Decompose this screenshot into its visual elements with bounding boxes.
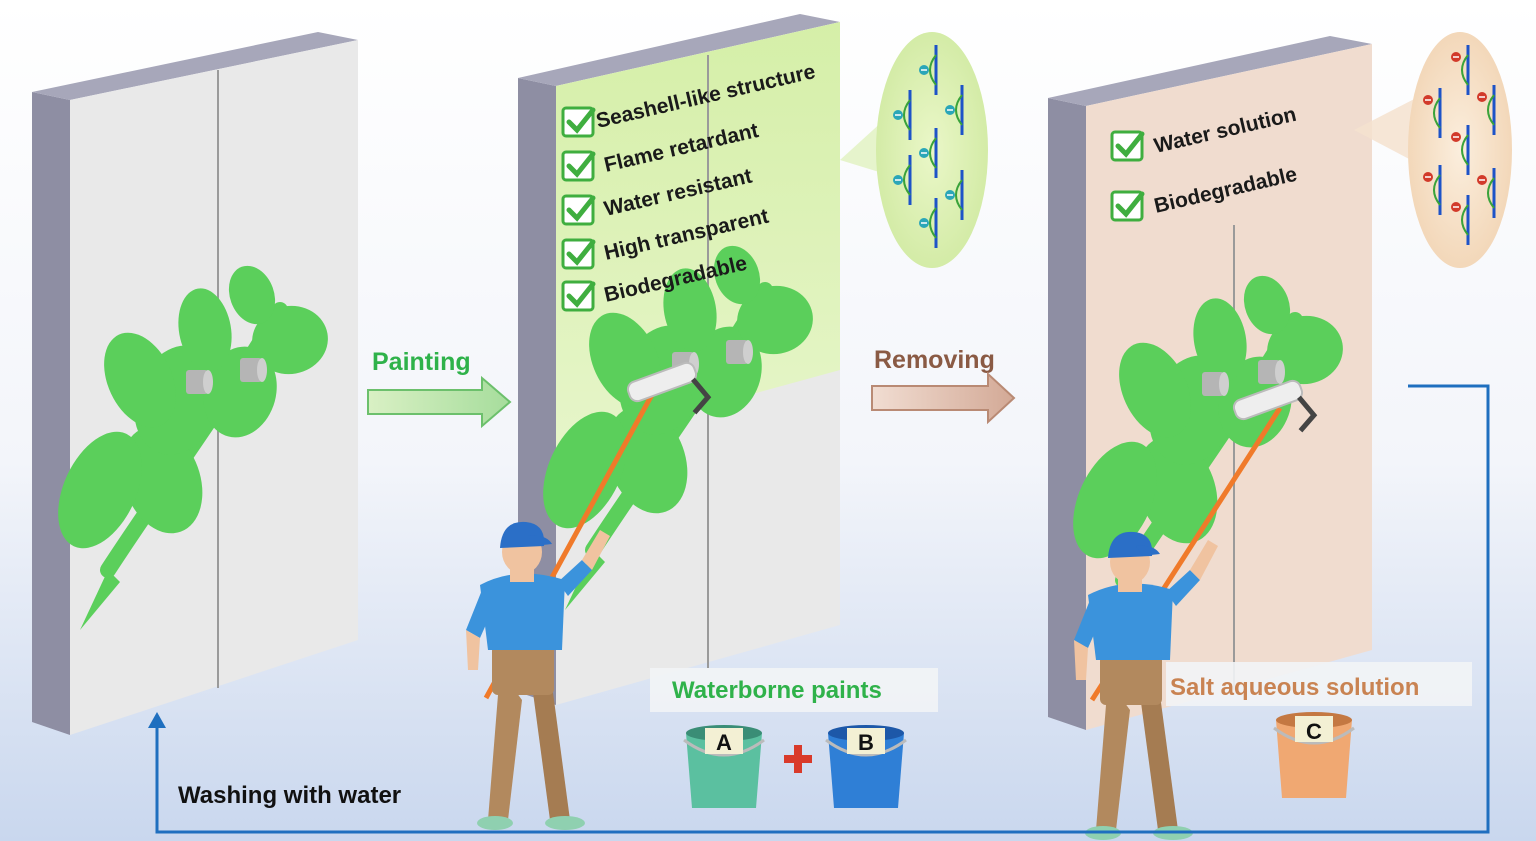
removing-label: Removing xyxy=(874,346,995,374)
door-knob-left xyxy=(186,370,213,394)
painter-figure xyxy=(466,360,711,830)
remover-figure xyxy=(1074,378,1317,840)
door-knob-right xyxy=(240,358,267,382)
check-icon xyxy=(563,282,593,310)
painting-step: Painting xyxy=(367,348,512,429)
door-knob-right xyxy=(1258,360,1285,384)
washing-cycle: Washing with water xyxy=(148,384,1490,834)
door-knob-left xyxy=(1202,372,1229,396)
check-icon xyxy=(563,196,593,224)
check-icon xyxy=(563,152,593,180)
check-icon xyxy=(563,108,593,136)
salt-label: Salt aqueous solution xyxy=(1170,674,1419,701)
wall-painted: Seashell-like structure Flame retardant … xyxy=(518,14,840,705)
bucket-c: C xyxy=(1273,712,1355,798)
bucket-b-label: B xyxy=(858,730,874,755)
wall-original xyxy=(32,32,358,735)
painting-label: Painting xyxy=(372,348,471,376)
check-icon xyxy=(1112,132,1142,160)
check-icon xyxy=(563,240,593,268)
molecular-zoom-peach xyxy=(1354,32,1512,268)
bucket-c-label: C xyxy=(1306,719,1322,744)
plus-icon xyxy=(784,745,812,773)
wall-removal: Water solution Biodegradable xyxy=(1048,36,1372,730)
salt-solution: Salt aqueous solution C xyxy=(1166,662,1472,798)
bucket-b: B xyxy=(825,725,907,808)
door-knob-right xyxy=(726,340,753,364)
molecular-zoom-green xyxy=(840,32,988,268)
bucket-a-label: A xyxy=(716,730,732,755)
waterborne-label: Waterborne paints xyxy=(672,677,882,704)
arrow-right-icon xyxy=(367,375,512,429)
removing-step: Removing xyxy=(871,346,1016,425)
bucket-a: A xyxy=(683,725,765,808)
arrow-up-icon xyxy=(148,712,166,728)
waterborne-paints: Waterborne paints A B xyxy=(650,668,938,808)
arrow-right-icon xyxy=(871,371,1016,425)
check-icon xyxy=(1112,192,1142,220)
washing-label: Washing with water xyxy=(178,782,401,809)
